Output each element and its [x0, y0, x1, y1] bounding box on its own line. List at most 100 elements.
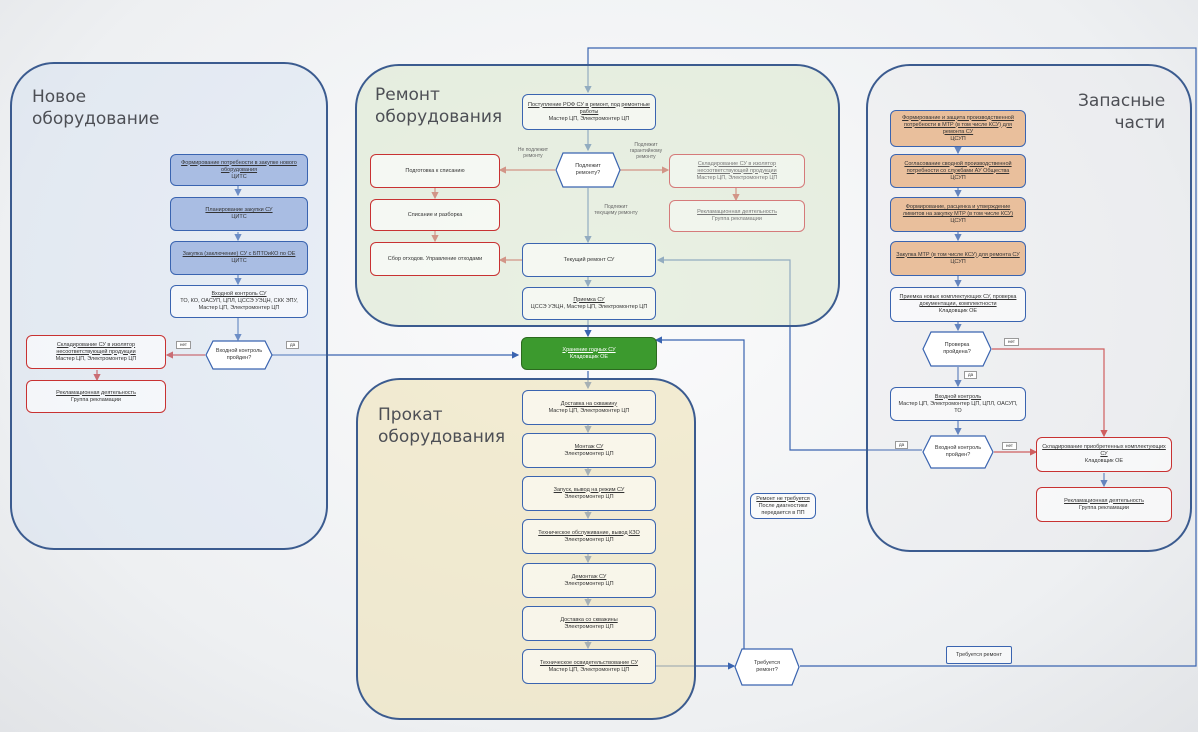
parts-inspection-decision: Входной контроль пройден? [922, 435, 994, 469]
box-sub: Электромонтер ЦП [564, 536, 614, 543]
repair-writeoff-box: Списание и разборка [370, 199, 500, 231]
box-title: Поступление РОФ СУ в ремонт, под ремонтн… [527, 101, 650, 115]
box-sub: ЦСУП [950, 218, 966, 224]
decision-label: Требуется ремонт? [754, 660, 780, 673]
zone-rent-title: Прокат оборудования [378, 405, 506, 447]
rent-repair-decision: Требуется ремонт? [734, 648, 800, 686]
parts-agree-box: Согласование сводной производственной по… [890, 154, 1026, 188]
new-no-tag: нет [176, 341, 191, 349]
rent-no-repair-note: Ремонт не требуется После диагностики пе… [750, 493, 816, 519]
box-title: Техническое освидетельствование СУ [539, 659, 639, 666]
box-title: Демонтаж СУ [571, 573, 607, 580]
box-sub: Кладовщик ОЕ [938, 308, 978, 314]
box-sub: ТО, КО, ОАСУП, ЦПЛ, ЦССЭ УЭЦН, СКК ЭПУ, … [180, 298, 298, 311]
box-sub: Кладовщик ОЕ [569, 353, 609, 360]
parts-limits-box: Формирование, расценка и утверждение лим… [890, 197, 1026, 232]
box-sub: ЦИТС [231, 173, 247, 180]
box-sub: Электромонтер ЦП [564, 580, 614, 587]
box-title: Входной контроль СУ [211, 291, 267, 297]
box-sub: Мастер ЦП, Электромонтер ЦП [696, 174, 778, 181]
rent-launch-box: Запуск, вывод на режим СУ Электромонтер … [522, 476, 656, 511]
box-sub: ЦСУП [950, 174, 966, 181]
box-sub: Мастер ЦП, Электромонтер ЦП [55, 355, 137, 362]
zone-new-title: Новое оборудование [32, 87, 160, 129]
box-title: Ремонт не требуется [756, 495, 810, 502]
decision-label: Проверка пройдена? [943, 342, 971, 355]
rent-delivery-box: Доставка на скважину Мастер ЦП, Электром… [522, 390, 656, 425]
zone-repair-title: Ремонт оборудования [375, 85, 503, 127]
rent-mount-box: Монтаж СУ Электромонтер ЦП [522, 433, 656, 468]
box-sub: ЦИТС [231, 214, 247, 220]
box-title: Складирование СУ в изолятор несоответств… [56, 341, 136, 355]
rent-dismount-box: Демонтаж СУ Электромонтер ЦП [522, 563, 656, 598]
new-isolator-box: Складирование СУ в изолятор несоответств… [26, 335, 166, 369]
repair-warranty-label: Подлежит гарантийному ремонту [629, 142, 663, 160]
box-title: Планирование закупки СУ [205, 207, 273, 213]
repair-intake-box: Поступление РОФ СУ в ремонт, под ремонтн… [522, 94, 656, 130]
box-title: Закупка (заключение) СУ с БПТОиКО по ОЕ [182, 251, 296, 257]
repair-no-label: Не подлежит ремонту [517, 147, 549, 159]
box-sub: Мастер ЦП, Электромонтер ЦП [548, 666, 630, 673]
box-sub: ЦССЭ УЭЦН, Мастер ЦП, Электромонтер ЦП [530, 303, 648, 310]
parts-inspection-box: Входной контроль Мастер ЦП, Электромонте… [890, 387, 1026, 421]
box-sub: Электромонтер ЦП [564, 450, 614, 457]
new-claims-box: Рекламационная деятельность Группа рекла… [26, 380, 166, 413]
repair-decision: Подлежит ремонту? [555, 152, 621, 188]
new-yes-tag: да [286, 341, 300, 349]
box-title: Рекламационная деятельность [1064, 497, 1144, 504]
repair-warranty-isolator-box: Складирование СУ в изолятор несоответств… [669, 154, 805, 188]
storage-box: Хранение годных СУ Кладовщик ОЕ [521, 337, 657, 370]
box-sub: Электромонтер ЦП [564, 623, 614, 630]
rent-return-box: Доставка со скважины Электромонтер ЦП [522, 606, 656, 641]
box-title: Складирование приобретенных комплектующи… [1042, 444, 1166, 457]
box-title: Приемка новых комплектующих СУ, проверка… [899, 294, 1017, 307]
parts-yes1-tag: да [964, 371, 978, 379]
box-title: Закупка МТР (в том числе КСУ) для ремонт… [896, 251, 1020, 258]
box-title: Входной контроль [934, 393, 982, 400]
parts-acceptance-box: Приемка новых комплектующих СУ, проверка… [890, 287, 1026, 322]
box-title: Приемка СУ [573, 296, 605, 303]
box-sub: Группа рекламации [1079, 504, 1129, 511]
parts-no1-tag: нет [1004, 338, 1019, 346]
box-title: Складирование СУ в изолятор несоответств… [697, 160, 777, 174]
box-title: Техническое обслуживание, вывод КЗО [538, 529, 640, 536]
box-sub: Электромонтер ЦП [564, 493, 614, 500]
new-need-box: Формирование потребности в закупке новог… [170, 154, 308, 186]
box-sub: ЦИТС [231, 258, 247, 264]
parts-claims-box: Рекламационная деятельность Группа рекла… [1036, 487, 1172, 522]
parts-no2-tag: нет [1002, 442, 1017, 450]
box-title: Сбор отходов. Управление отходами [387, 255, 483, 262]
zone-parts-title: Запасные части [1078, 91, 1166, 133]
parts-need-box: Формирование и защита производственной п… [890, 110, 1026, 147]
decision-label: Входной контроль пройден? [934, 445, 982, 458]
parts-yes2-tag: да [895, 441, 909, 449]
box-title: Хранение годных СУ [562, 346, 616, 353]
box-sub: Мастер ЦП, Электромонтер ЦП [548, 407, 630, 414]
box-sub: Группа рекламации [71, 396, 121, 403]
box-title: Рекламационная деятельность [697, 209, 777, 215]
repair-current-label: Подлежит текущему ремонту [594, 204, 638, 216]
box-title: Запуск, вывод на режим СУ [553, 486, 625, 493]
rent-maintenance-box: Техническое обслуживание, вывод КЗО Элек… [522, 519, 656, 554]
box-title: Согласование сводной производственной по… [904, 160, 1012, 174]
box-title: Монтаж СУ [574, 443, 604, 450]
repair-writeoff-prep-box: Подготовка к списанию [370, 154, 500, 188]
repair-current-box: Текущий ремонт СУ [522, 243, 656, 277]
parts-purchase-box: Закупка МТР (в том числе КСУ) для ремонт… [890, 241, 1026, 276]
box-title: Подготовка к списанию [405, 167, 465, 174]
rent-diagnostic-box: Техническое освидетельствование СУ Масте… [522, 649, 656, 684]
parts-storage-box: Складирование приобретенных комплектующи… [1036, 437, 1172, 472]
repair-acceptance-box: Приемка СУ ЦССЭ УЭЦН, Мастер ЦП, Электро… [522, 287, 656, 320]
box-sub: Кладовщик ОЕ [1084, 458, 1124, 464]
box-title: Текущий ремонт СУ [563, 256, 615, 263]
box-title: Формирование потребности в закупке новог… [181, 159, 297, 173]
new-plan-box: Планирование закупки СУ ЦИТС [170, 197, 308, 231]
parts-check-decision: Проверка пройдена? [922, 331, 992, 367]
box-title: Требуется ремонт [956, 651, 1002, 658]
repair-warranty-claims-box: Рекламационная деятельность Группа рекла… [669, 200, 805, 232]
box-title: Рекламационная деятельность [56, 389, 136, 396]
box-title: Формирование, расценка и утверждение лим… [902, 204, 1014, 217]
new-inspection-decision: Входной контроль пройден? [205, 340, 273, 370]
box-sub: Мастер ЦП, Электромонтер ЦП [548, 115, 630, 122]
